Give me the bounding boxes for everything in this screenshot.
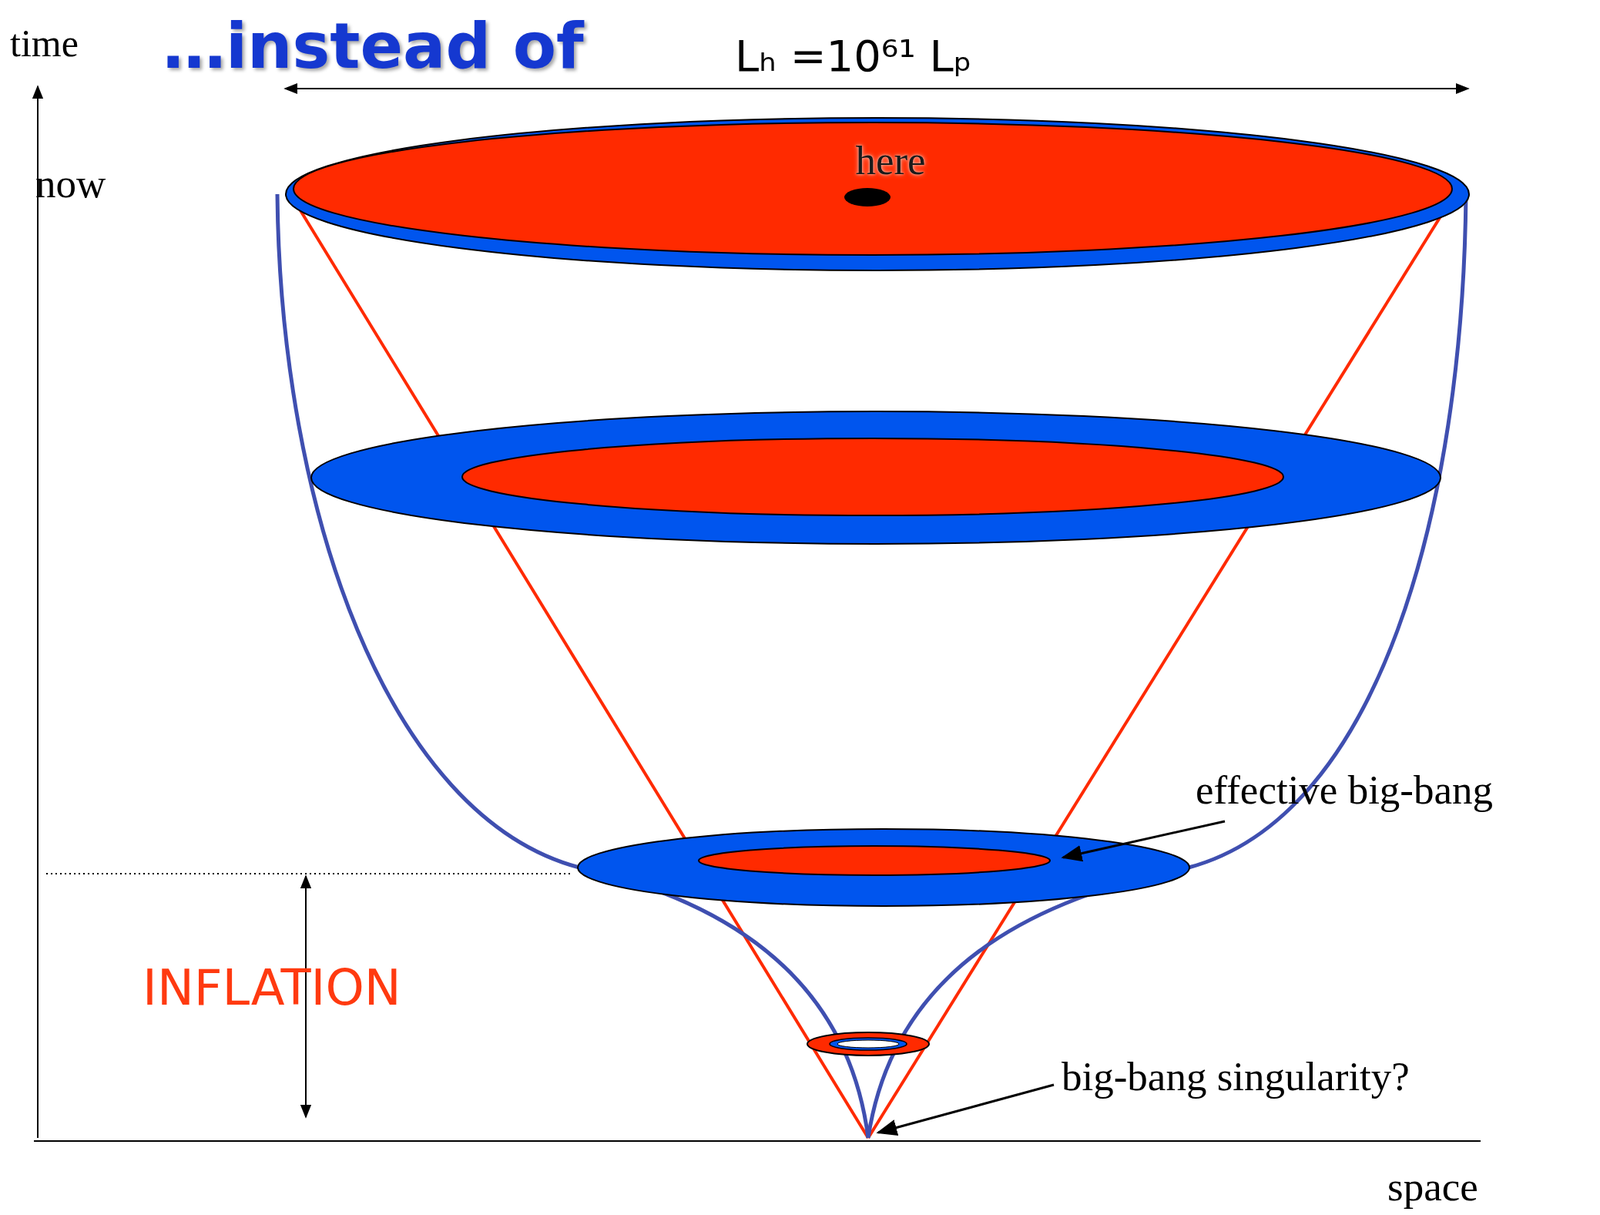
node-text: here bbox=[855, 137, 926, 183]
leader-arrow bbox=[878, 1084, 1054, 1133]
dotted-line bbox=[46, 872, 572, 875]
space-slice bbox=[462, 438, 1284, 516]
space-slice bbox=[837, 1039, 899, 1048]
space-slice bbox=[311, 411, 1441, 544]
horizon-size: Lₕ =10⁶¹ Lₚ bbox=[734, 32, 973, 81]
callout-label: big-bang singularity? bbox=[1061, 1053, 1410, 1099]
slice-outer bbox=[285, 117, 1470, 271]
space-slice bbox=[807, 1032, 930, 1056]
here-dot bbox=[844, 187, 891, 207]
axis-label: time bbox=[10, 22, 79, 65]
time-axis bbox=[36, 86, 39, 1138]
light-cone-line bbox=[868, 194, 1455, 1138]
leader-arrow bbox=[1063, 821, 1225, 858]
time-label: now bbox=[35, 161, 106, 206]
axis-label: space bbox=[1387, 1163, 1479, 1209]
space-axis bbox=[33, 1140, 1481, 1142]
horizon-curve bbox=[868, 194, 1466, 1138]
slice-inner bbox=[293, 122, 1453, 255]
callout-label: effective big-bang bbox=[1195, 767, 1493, 812]
space-slice bbox=[829, 1037, 907, 1050]
phase-label: INFLATION bbox=[142, 960, 402, 1015]
title: …instead of bbox=[162, 11, 584, 81]
space-slice bbox=[577, 828, 1190, 906]
space-slice bbox=[698, 845, 1050, 876]
width-arrow bbox=[285, 87, 1469, 90]
universe-slice: here bbox=[281, 115, 1476, 278]
